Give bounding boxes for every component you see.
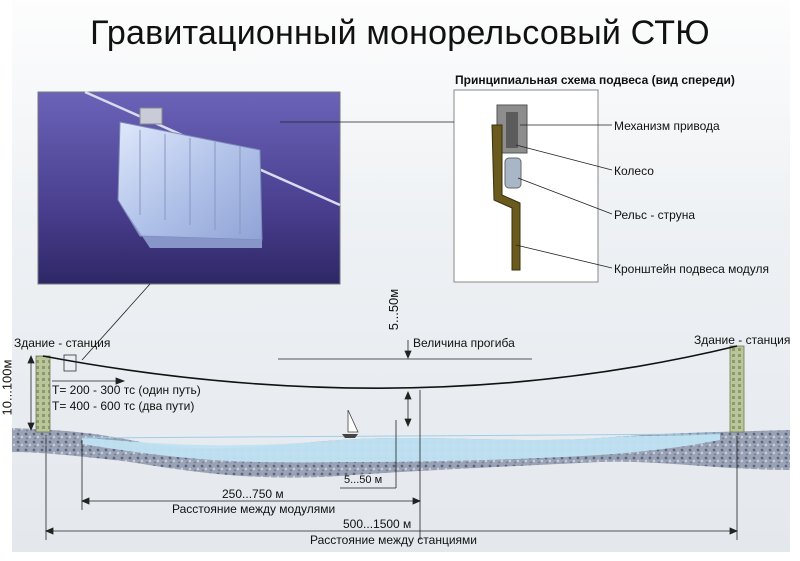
wheel-label: Колесо [614,164,654,178]
bracket-label: Кронштейн подвеса модуля [614,262,770,276]
tension-one-track: T= 200 - 300 тс (один путь) [52,383,201,397]
drive-label: Механизм привода [614,119,720,133]
module-distance-label: Расстояние между модулями [172,502,336,516]
station-distance-label: Расстояние между станциями [310,533,477,547]
height-label: 10...100м [0,359,15,416]
cabin-marker [63,354,77,372]
water-depth-label: 5...50 м [344,474,383,486]
rail-label: Рельс - струна [614,208,696,222]
module-distance-value: 250...750 м [222,487,284,501]
scheme-leader-lines [81,121,613,361]
tension-two-tracks: T= 400 - 600 тс (два пути) [52,399,195,413]
right-station-tower [729,345,745,433]
station-right-label: Здание - станция [694,333,791,347]
left-station-tower [35,355,51,433]
cabin-photo [37,90,341,285]
sag-label: Величина прогиба [413,336,515,350]
suspension-scheme [453,89,599,283]
rail-string [42,345,738,389]
station-left-label: Здание - станция [14,336,111,350]
scheme-title: Принципиальная схема подвеса (вид сперед… [455,73,735,87]
terrain [12,428,790,478]
sag-range-label: 5...50м [386,288,402,331]
sailboat-icon [342,409,359,438]
station-distance-value: 500...1500 м [343,517,412,531]
page-title: Гравитационный монорельсовый СТЮ [90,14,710,52]
dimension-lines [27,340,739,540]
